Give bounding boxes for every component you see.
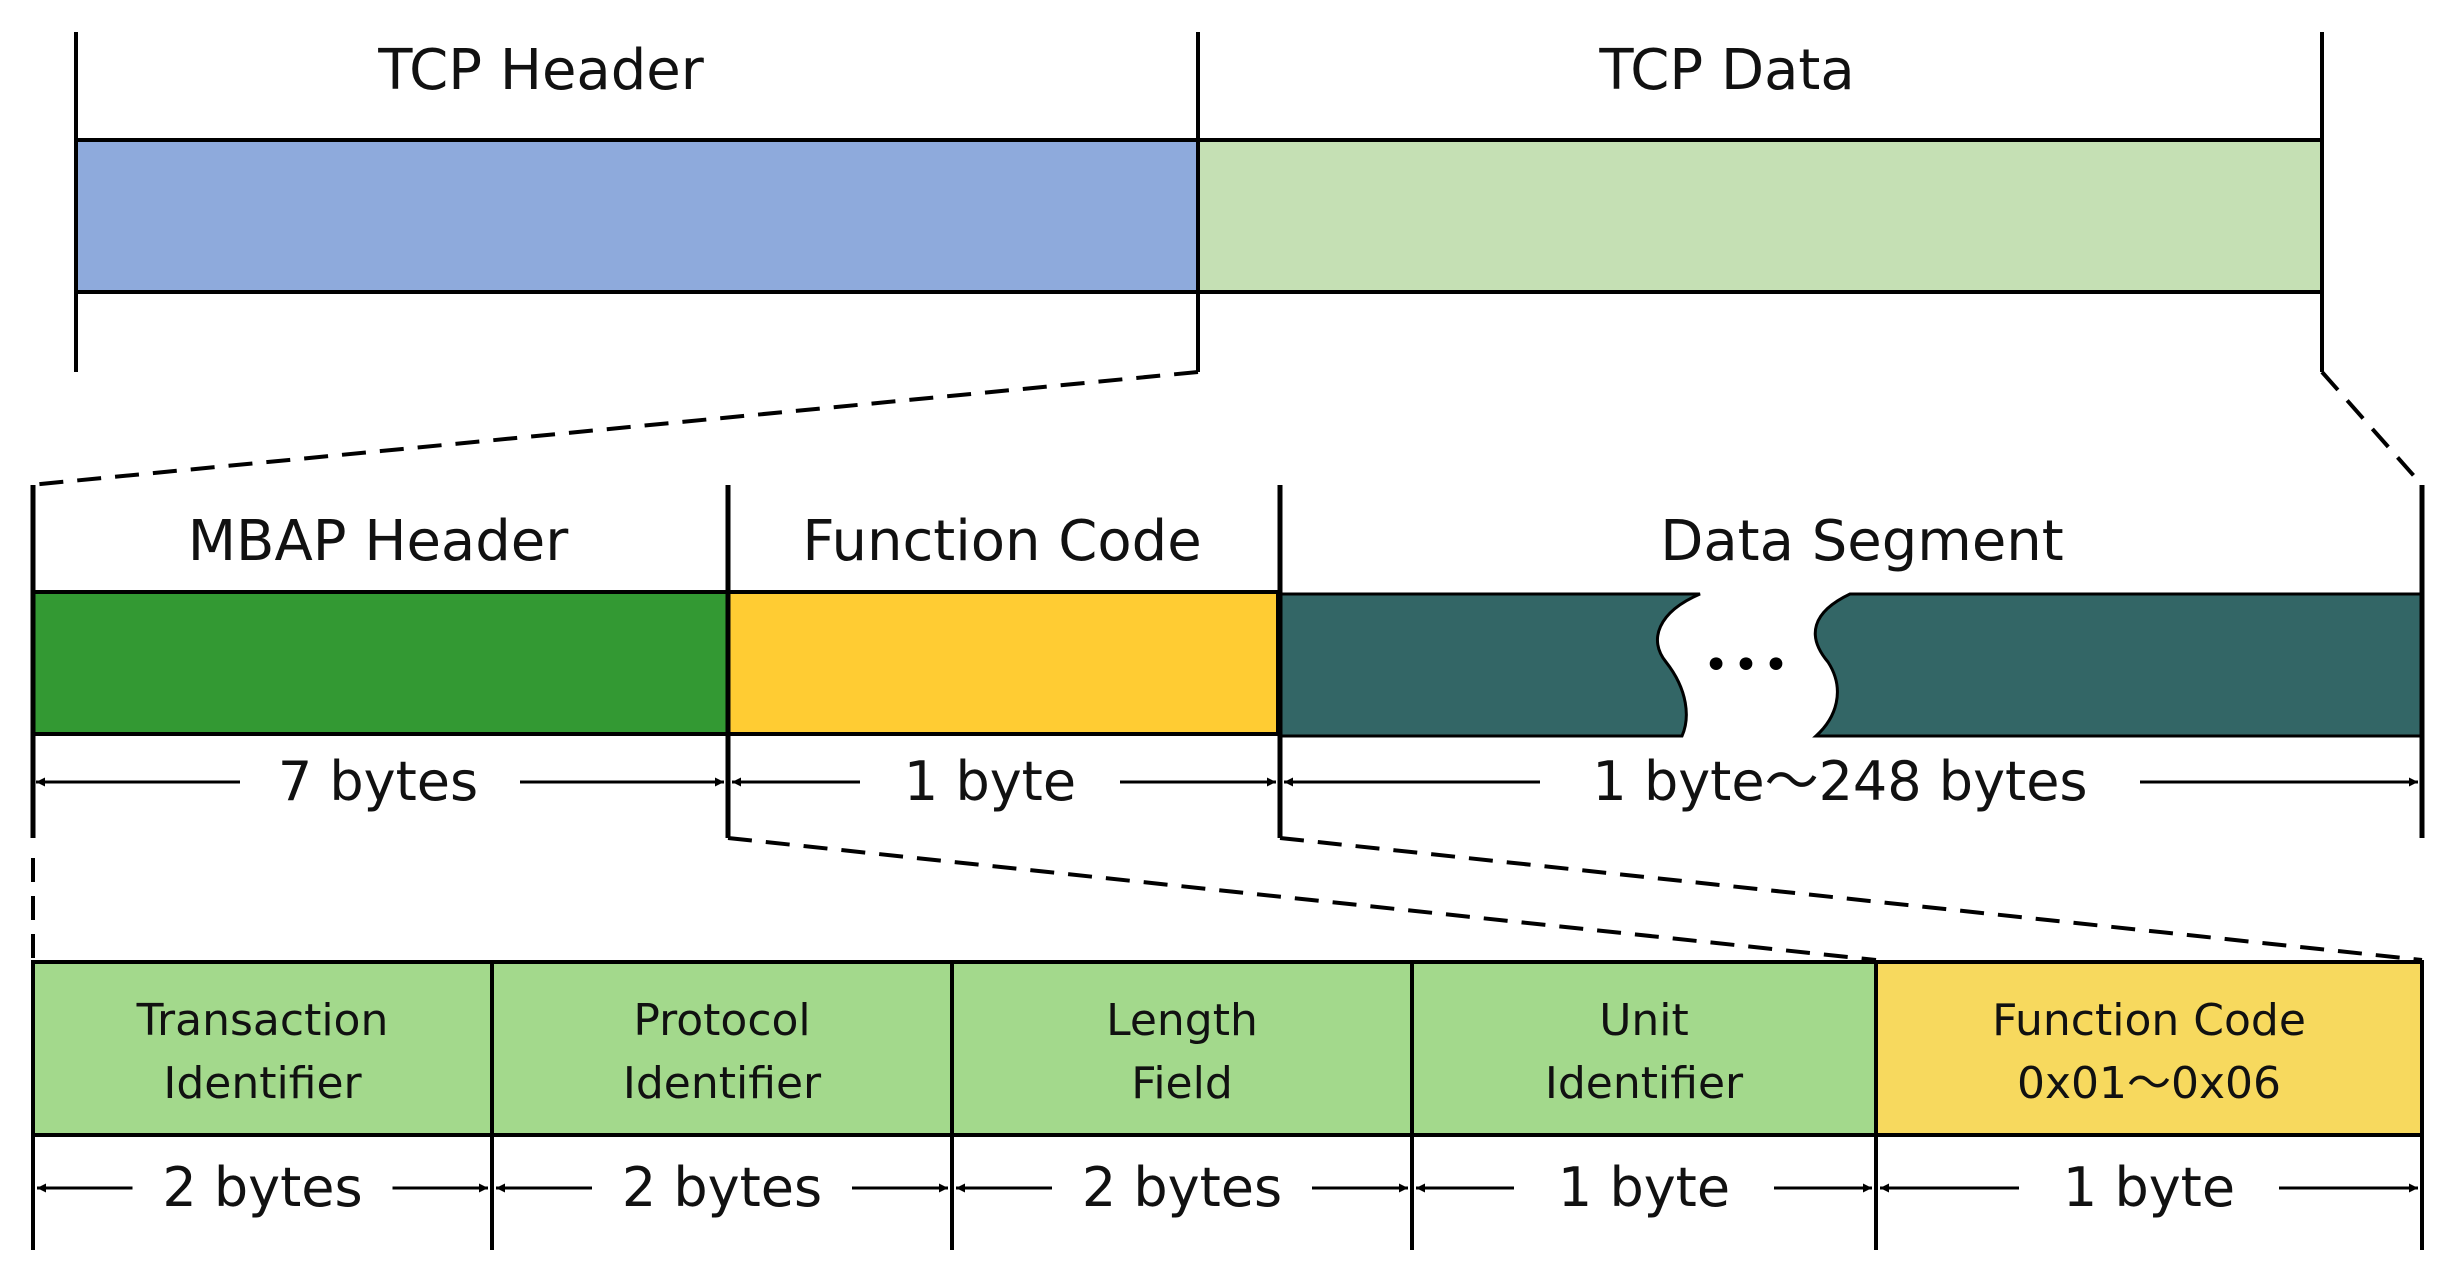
function-code-label: Function Code [802,509,1201,574]
data-segment-right-part [1812,592,2424,738]
field-size-label-2: 2 bytes [622,1156,822,1219]
field-name-line2-1: Identifier [163,1058,362,1109]
field-size-label-1: 2 bytes [162,1156,362,1219]
field-name-line1-2: Protocol [633,995,810,1046]
field-name-line1-5: Function Code [1992,995,2306,1046]
mbap-header-label: MBAP Header [188,509,569,574]
field-size-label-5: 1 byte [2063,1156,2235,1219]
expand-line-left-1 [29,370,1199,487]
tcp-header-label: TCP Header [377,38,704,103]
function-code-size-label: 1 byte [904,750,1076,813]
field-name-line2-3: Field [1131,1058,1233,1109]
mbap-header-block [31,590,730,736]
field-box-4 [1410,960,1878,1137]
field-name-line2-4: Identifier [1545,1058,1744,1109]
field-name-line1-1: Transaction [136,995,389,1046]
tcp-data-block [1196,138,2324,294]
field-name-line1-4: Unit [1599,995,1689,1046]
expand-line-right-2 [1279,836,2423,962]
data-segment-left-part [1278,592,1701,738]
tcp-data-label: TCP Data [1598,38,1854,103]
field-size-label-4: 1 byte [1558,1156,1730,1219]
field-name-line2-5: 0x01～0x06 [2017,1058,2281,1109]
tcp-header-block [74,138,1200,294]
field-name-line2-2: Identifier [623,1058,822,1109]
field-box-1 [31,960,494,1137]
mbap-size-label: 7 bytes [278,750,478,813]
field-box-2 [490,960,954,1137]
expand-line-right-1 [2320,370,2424,487]
data-segment-ellipsis: ••• [1703,640,1793,691]
data-segment-size-label: 1 byte～248 bytes [1592,750,2087,813]
expand-line-mid-2 [727,836,1877,962]
field-size-label-3: 2 bytes [1082,1156,1282,1219]
data-segment-label: Data Segment [1660,509,2064,574]
function-code-block [726,590,1280,736]
field-box-5 [1874,960,2424,1137]
field-box-3 [950,960,1414,1137]
field-name-line1-3: Length [1106,995,1258,1046]
